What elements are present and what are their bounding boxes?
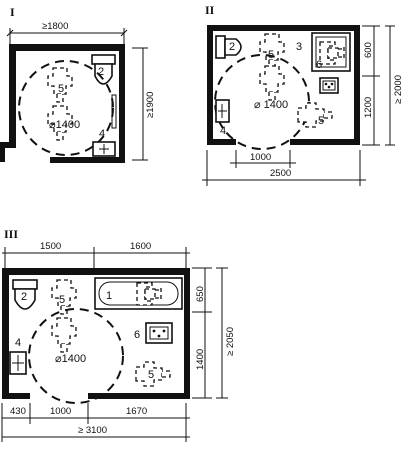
- plan-iii-walls: [2, 268, 190, 399]
- plan-i-width-label: ≥1800: [42, 21, 68, 32]
- plan-iii-dim-bottom: 430 1000 1670 ≥ 3100: [1, 403, 190, 442]
- plan-iii-seat-number: 6: [134, 329, 140, 341]
- plan-i-number: I: [10, 5, 15, 19]
- plan-ii-shower-zone-number: 3: [296, 41, 302, 53]
- plan-iii-person-bath-number: 5: [148, 369, 154, 381]
- plan-iii-seat: 6: [134, 322, 173, 344]
- plan-iii-bath: 1: [94, 277, 183, 310]
- plan-iii-dim-1600: 1600: [130, 241, 151, 252]
- plan-ii-dim-1200: 1200: [363, 97, 374, 118]
- plan-ii-dim-600: 600: [363, 42, 374, 58]
- plan-iii-dim-650: 650: [195, 286, 206, 302]
- plan-iii-dim-total: ≥ 2050: [225, 327, 236, 356]
- plan-iii-bath-number: 1: [106, 290, 112, 302]
- plan-ii-basin: 4: [215, 99, 230, 137]
- plan-ii-shower: 6: [311, 32, 351, 72]
- plan-iii-turning-circle: [28, 308, 124, 404]
- plan-ii-dim-width: 2500: [270, 168, 291, 179]
- plan-iii-basin-number: 4: [15, 337, 21, 349]
- plan-ii-turning-circle: [214, 54, 310, 150]
- plan-ii-basin-number: 4: [220, 125, 226, 137]
- plan-ii-circle-label: ⌀ 1400: [254, 99, 288, 111]
- plan-ii-wc: 2: [215, 35, 242, 59]
- plan-i-basin-number: 4: [99, 128, 105, 140]
- plan-ii-dim-right: 600 1200 ≥ 2000: [362, 25, 404, 146]
- plan-i-height-label: ≥1900: [145, 92, 156, 118]
- plan-ii-walls: [207, 25, 360, 145]
- plan-ii-person-wc-lower: [259, 65, 285, 101]
- plan-i-dim-height: ≥1900: [132, 47, 156, 161]
- plan-ii-dim-total: ≥ 2000: [393, 75, 404, 104]
- plan-ii-wc-number: 2: [229, 41, 235, 53]
- plan-iii-basin: 4: [9, 337, 27, 375]
- plan-ii: II 600 1200 ≥ 2000 1000: [202, 3, 404, 186]
- plan-ii-seat-number: 6: [316, 59, 322, 71]
- plan-iii-wc: 2: [12, 279, 38, 310]
- plan-i-circle-number: 5: [58, 83, 64, 95]
- plan-i: I ≥1800 ≥1900: [0, 5, 156, 163]
- plan-iii-dim-430: 430: [10, 406, 26, 417]
- plan-iii-dim-1000: 1000: [50, 406, 71, 417]
- plan-iii-dim-top: 1500 1600: [2, 241, 190, 268]
- plan-iii-wc-number: 2: [21, 291, 27, 303]
- plan-iii-number: III: [4, 227, 18, 241]
- plan-ii-dim-bottom: 1000 2500: [202, 150, 366, 186]
- plan-iii-circle-label: ⌀1400: [55, 353, 86, 365]
- plan-i-basin: 4: [92, 128, 116, 157]
- plan-ii-dim-door: 1000: [250, 152, 271, 163]
- plan-i-wc: 2: [91, 54, 116, 85]
- plan-i-wc-number: 2: [98, 66, 104, 78]
- plan-iii-dim-right: 650 1400 ≥ 2050: [192, 267, 236, 399]
- plan-iii-dim-1670: 1670: [126, 406, 147, 417]
- plan-i-turning-circle: [18, 60, 114, 156]
- plan-iii-dim-width: ≥ 3100: [78, 425, 107, 436]
- plan-ii-person-shower-number: 5: [318, 115, 324, 127]
- plan-i-dim-width: ≥1800: [6, 21, 128, 46]
- plan-i-circle-label: ⌀1400: [49, 119, 80, 131]
- plan-iii-person-wc-number: 5: [59, 294, 65, 306]
- plan-iii: III 1500 1600 650 1400: [1, 227, 236, 442]
- plan-iii-person-wc-lower: [51, 317, 77, 353]
- plan-iii-dim-1500: 1500: [40, 241, 61, 252]
- plan-ii-number: II: [205, 3, 215, 17]
- plan-ii-seat: [319, 77, 339, 94]
- plan-iii-dim-1400: 1400: [195, 349, 206, 370]
